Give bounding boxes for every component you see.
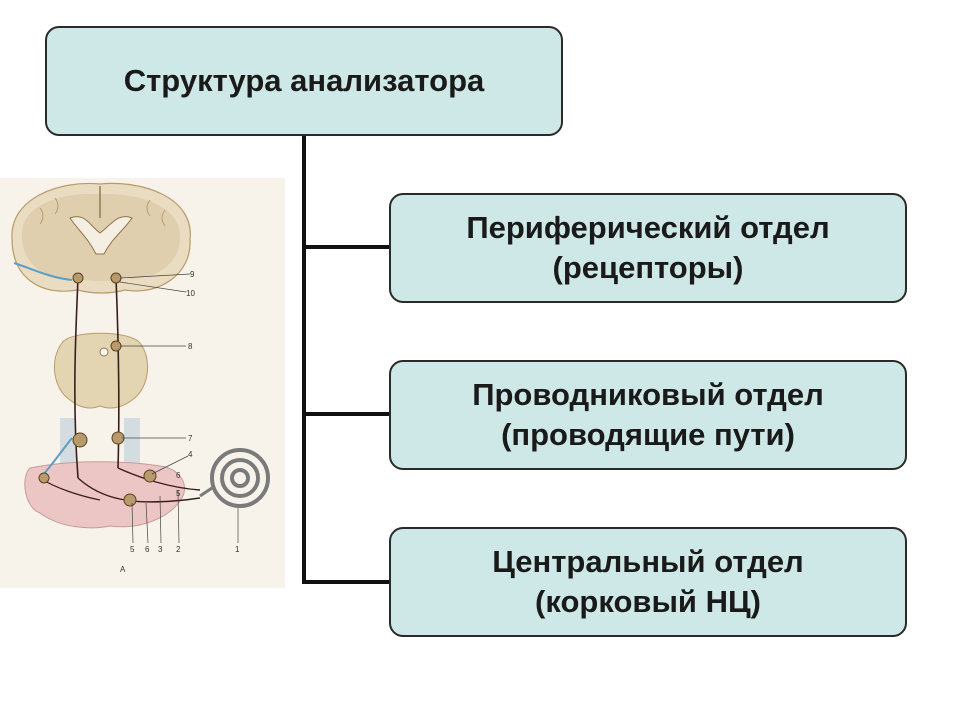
pathway-nuclei <box>38 272 157 507</box>
figure-label-7: 7 <box>188 434 193 443</box>
figure-number-labels: 9 10 8 7 4 6 5 5 6 3 2 1 А <box>120 270 240 574</box>
label-leaders <box>119 273 239 544</box>
figure-label-6-upper: 6 <box>176 471 181 480</box>
figure-label-8: 8 <box>188 342 193 351</box>
root-node-label: Структура анализатора <box>123 63 485 98</box>
figure-caption: А <box>120 565 126 574</box>
node-peripheral-title: Периферический отдел <box>466 210 830 245</box>
node-central-section: Центральный отдел (корковый НЦ) <box>389 527 907 637</box>
figure-label-2: 2 <box>176 545 181 554</box>
brain-section <box>11 182 191 294</box>
figure-label-6: 6 <box>145 545 150 554</box>
connector-branch-peripheral <box>302 245 390 249</box>
figure-label-1: 1 <box>235 545 240 554</box>
connector-branch-central <box>302 580 390 584</box>
node-central-subtitle: (корковый НЦ) <box>535 584 761 619</box>
connector-trunk <box>302 136 306 584</box>
node-central-title: Центральный отдел <box>492 544 804 579</box>
figure-label-10: 10 <box>186 289 195 298</box>
figure-label-3: 3 <box>158 545 163 554</box>
node-peripheral-section: Периферический отдел (рецепторы) <box>389 193 907 303</box>
node-conductive-subtitle: (проводящие пути) <box>501 417 795 452</box>
node-peripheral-subtitle: (рецепторы) <box>552 250 744 285</box>
node-conductive-title: Проводниковый отдел <box>472 377 824 412</box>
cochlea-icon <box>199 448 271 508</box>
figure-label-5: 5 <box>130 545 135 554</box>
figure-label-5-upper: 5 <box>176 489 181 498</box>
node-conductive-section: Проводниковый отдел (проводящие пути) <box>389 360 907 470</box>
figure-label-9: 9 <box>190 270 195 279</box>
auditory-pathway-illustration: 9 10 8 7 4 6 5 5 6 3 2 1 А <box>0 178 285 588</box>
connector-branch-conductive <box>302 412 390 416</box>
figure-label-4: 4 <box>188 450 193 459</box>
root-node: Структура анализатора <box>45 26 563 136</box>
